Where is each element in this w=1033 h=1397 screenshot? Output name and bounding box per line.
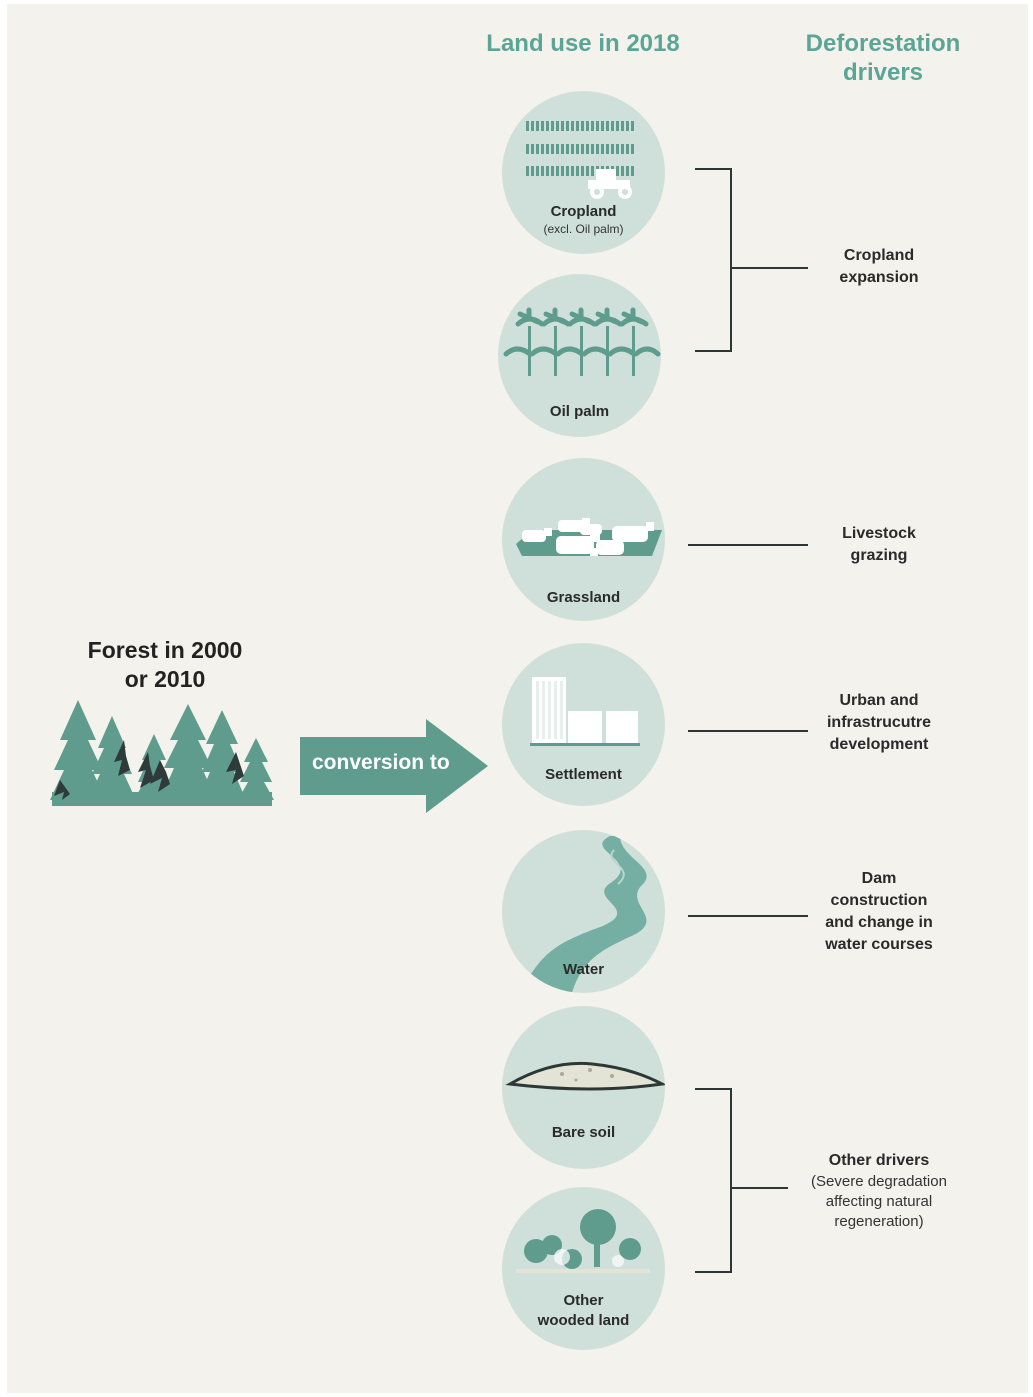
driver-livestock-line2: grazing bbox=[850, 547, 908, 564]
driver-other-sub-line1: (Severe degradation bbox=[811, 1173, 947, 1190]
driver-dam-construction: Dam construction and change in water cou… bbox=[800, 868, 958, 956]
oil-palm-label: Oil palm bbox=[549, 403, 610, 420]
driver-dam-line4: water courses bbox=[825, 936, 933, 953]
driver-livestock-grazing: Livestock grazing bbox=[800, 523, 958, 567]
tractor-icon bbox=[588, 169, 632, 199]
driver-other-sub-line3: regeneration) bbox=[834, 1213, 924, 1230]
other-wooded-label-line2: wooded land bbox=[537, 1312, 630, 1329]
driver-urban-line1: Urban and bbox=[839, 692, 919, 709]
driver-urban-line3: development bbox=[829, 736, 929, 753]
other-wooded-land-circle: Other wooded land bbox=[502, 1187, 665, 1350]
driver-urban-infrastructure: Urban and infrastrucutre development bbox=[800, 690, 958, 756]
bare-soil-circle: Bare soil bbox=[502, 1006, 665, 1169]
water-circle: Water bbox=[502, 830, 665, 993]
grassland-circle: Grassland bbox=[502, 458, 665, 621]
conversion-arrow-label: conversion to bbox=[312, 751, 450, 774]
driver-other-subtext: (Severe degradation affecting natural re… bbox=[790, 1172, 968, 1232]
cropland-bracket bbox=[695, 168, 732, 352]
other-drivers-bracket bbox=[695, 1088, 732, 1273]
forest-title-line2: or 2010 bbox=[124, 666, 206, 692]
forest-icon bbox=[50, 700, 274, 806]
driver-other-sub-line2: affecting natural bbox=[825, 1193, 933, 1210]
cropland-label: Cropland bbox=[550, 203, 617, 220]
forest-title: Forest in 2000 or 2010 bbox=[60, 636, 270, 694]
buildings-icon bbox=[530, 677, 640, 746]
settlement-label: Settlement bbox=[545, 766, 622, 783]
settlement-circle: Settlement bbox=[502, 643, 665, 806]
oil-palm-circle: Oil palm bbox=[498, 274, 661, 437]
driver-cropland-line2: expansion bbox=[839, 269, 919, 286]
crop-rows-icon bbox=[526, 121, 636, 176]
other-wooded-label-line1: Other bbox=[563, 1292, 604, 1309]
water-label: Water bbox=[562, 961, 605, 978]
driver-urban-line2: infrastrucutre bbox=[826, 714, 932, 731]
other-wooded-label: Other wooded land bbox=[502, 1291, 665, 1331]
driver-livestock-line1: Livestock bbox=[842, 525, 916, 542]
driver-cropland-expansion: Cropland expansion bbox=[800, 245, 958, 289]
cropland-sublabel: (excl. Oil palm) bbox=[543, 222, 624, 236]
drivers-header-line1: Deforestation bbox=[805, 30, 961, 57]
cropland-circle: Cropland (excl. Oil palm) bbox=[502, 91, 665, 254]
river-icon bbox=[522, 836, 647, 993]
drivers-header-line2: drivers bbox=[842, 59, 924, 86]
conversion-arrow-icon bbox=[300, 719, 488, 813]
land-use-header: Land use in 2018 bbox=[486, 30, 680, 57]
driver-dam-line3: and change in bbox=[825, 914, 933, 931]
palm-trees-icon bbox=[503, 307, 661, 376]
grassland-label: Grassland bbox=[546, 589, 621, 606]
forest-title-line1: Forest in 2000 bbox=[87, 637, 243, 663]
shrubs-icon bbox=[516, 1209, 650, 1273]
driver-dam-line2: construction bbox=[830, 892, 928, 909]
driver-other-title: Other drivers bbox=[828, 1152, 930, 1169]
soil-mound-icon bbox=[505, 1061, 665, 1091]
cattle-icon bbox=[516, 518, 662, 556]
bare-soil-label: Bare soil bbox=[551, 1124, 616, 1141]
driver-dam-line1: Dam bbox=[861, 870, 897, 887]
drivers-header: Deforestation drivers bbox=[783, 29, 983, 87]
driver-cropland-line1: Cropland bbox=[843, 247, 915, 264]
